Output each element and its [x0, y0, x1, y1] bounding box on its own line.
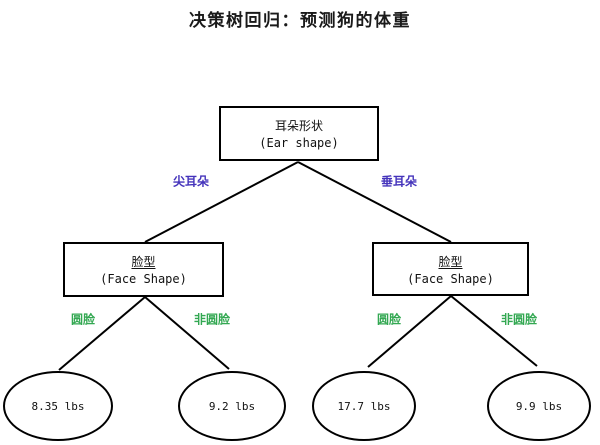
- branch-label-round-face-left: 圆脸: [70, 312, 96, 327]
- root-node-label-en: (Ear shape): [259, 136, 339, 150]
- leaf-node: 9.2 lbs: [178, 371, 286, 441]
- right-node-label-en: (Face Shape): [407, 271, 494, 286]
- right-node-label-zh: 脸型: [438, 254, 463, 269]
- edge-left-to-leaf2: [144, 296, 230, 370]
- root-node-label-zh: 耳朵形状: [274, 119, 323, 133]
- edge-right-to-leaf3: [367, 295, 452, 368]
- edge-left-to-leaf1: [58, 296, 146, 371]
- leaf-value: 9.9 lbs: [515, 399, 563, 413]
- leaf-value: 8.35 lbs: [31, 399, 85, 413]
- edge-right-to-leaf4: [450, 295, 538, 367]
- leaf-value: 9.2 lbs: [208, 399, 256, 413]
- left-node-label-en: (Face Shape): [100, 272, 187, 286]
- leaf-node: 17.7 lbs: [312, 371, 416, 441]
- branch-label-not-round-face-right: 非圆脸: [500, 312, 538, 327]
- edge-root-to-right: [297, 161, 452, 243]
- edge-root-to-left: [144, 161, 299, 243]
- left-node-label-zh: 脸型: [131, 255, 156, 269]
- page-title: 决策树回归：预测狗的体重: [189, 11, 411, 31]
- left-node-face-shape: 脸型 (Face Shape): [63, 242, 224, 297]
- right-node-face-shape: 脸型 (Face Shape): [372, 242, 529, 296]
- leaf-value: 17.7 lbs: [337, 399, 391, 413]
- branch-label-round-face-right: 圆脸: [376, 312, 402, 327]
- root-node-ear-shape: 耳朵形状 (Ear shape): [219, 106, 379, 161]
- leaf-node: 8.35 lbs: [3, 371, 113, 441]
- branch-label-floppy-ears: 垂耳朵: [380, 174, 418, 189]
- branch-label-not-round-face-left: 非圆脸: [193, 312, 231, 327]
- leaf-node: 9.9 lbs: [487, 371, 591, 441]
- branch-label-pointy-ears: 尖耳朵: [172, 174, 210, 189]
